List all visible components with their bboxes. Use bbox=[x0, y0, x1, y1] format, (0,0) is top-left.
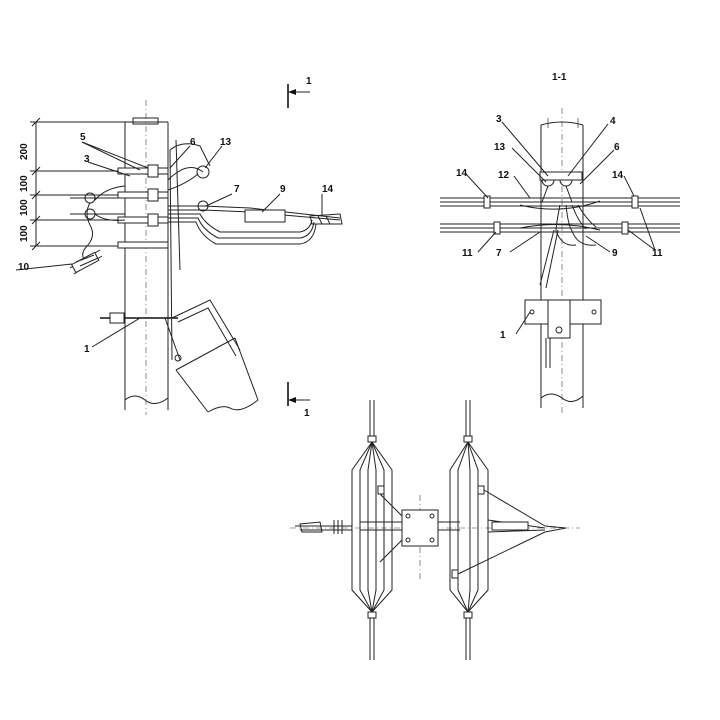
section-markers: 1 1 bbox=[287, 76, 312, 419]
side-labels: 5 6 13 3 7 9 14 10 1 bbox=[15, 132, 334, 355]
pole-section bbox=[540, 108, 584, 415]
sec-label-7: 7 bbox=[496, 248, 502, 259]
right-fittings bbox=[167, 143, 343, 245]
dim-100-c: 100 bbox=[19, 225, 30, 242]
sec-label-1: 1 bbox=[500, 330, 506, 341]
section-bracket bbox=[524, 299, 602, 368]
left-fittings bbox=[69, 185, 126, 275]
dim-100-a: 100 bbox=[19, 175, 30, 192]
plan-bundle-right bbox=[438, 400, 567, 660]
section-view: 1-1 bbox=[440, 72, 680, 415]
pole-clamps bbox=[100, 139, 181, 361]
label-13: 13 bbox=[220, 137, 232, 148]
side-view: 200 100 100 100 bbox=[15, 76, 343, 419]
plan-view bbox=[290, 400, 580, 660]
plan-plate bbox=[401, 509, 439, 547]
sec-label-12: 12 bbox=[498, 170, 510, 181]
section-marker-top: 1 bbox=[306, 76, 312, 87]
label-10: 10 bbox=[18, 262, 30, 273]
sec-label-11-left: 11 bbox=[462, 248, 473, 259]
section-wires bbox=[440, 195, 680, 235]
dimension-chain: 200 100 100 100 bbox=[19, 117, 125, 251]
sec-label-14-right: 14 bbox=[612, 170, 624, 181]
plan-bundle-left bbox=[351, 400, 403, 660]
section-fittings bbox=[539, 171, 597, 289]
sec-label-4: 4 bbox=[610, 116, 616, 127]
section-title: 1-1 bbox=[552, 72, 567, 83]
dim-100-b: 100 bbox=[19, 199, 30, 216]
sec-label-9: 9 bbox=[612, 248, 618, 259]
label-5: 5 bbox=[80, 132, 86, 143]
label-6: 6 bbox=[190, 137, 196, 148]
sec-label-11-right: 11 bbox=[652, 248, 663, 259]
pole-side bbox=[124, 100, 169, 415]
label-14: 14 bbox=[322, 184, 334, 195]
sec-label-14-left: 14 bbox=[456, 168, 468, 179]
label-7: 7 bbox=[234, 184, 240, 195]
label-9: 9 bbox=[280, 184, 286, 195]
section-marker-bottom: 1 bbox=[304, 408, 310, 419]
sec-label-13: 13 bbox=[494, 142, 506, 153]
support-stub bbox=[164, 299, 259, 413]
sec-label-6: 6 bbox=[614, 142, 620, 153]
label-3: 3 bbox=[84, 154, 90, 165]
section-labels: 3 4 13 6 14 12 14 11 7 9 11 1 bbox=[456, 114, 663, 341]
plan-left-tail bbox=[295, 520, 352, 534]
sec-label-3: 3 bbox=[496, 114, 502, 125]
label-1: 1 bbox=[84, 344, 90, 355]
dim-200: 200 bbox=[19, 143, 30, 160]
